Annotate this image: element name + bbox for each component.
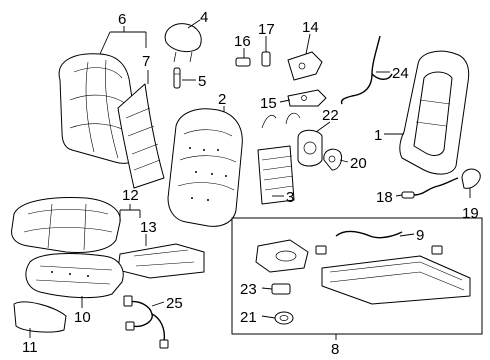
callout-13: 13 (140, 219, 157, 236)
callout-16: 16 (234, 33, 251, 50)
callout-12: 12 (122, 187, 139, 204)
callout-23: 23 (240, 281, 257, 298)
headrest (164, 23, 202, 63)
callout-2: 2 (218, 91, 226, 108)
callout-3: 3 (286, 189, 294, 206)
cap-19 (461, 168, 481, 189)
callout-11: 11 (22, 339, 38, 356)
lumbar-motor (297, 129, 323, 167)
callout-22: 22 (322, 107, 339, 124)
seat-back-bracket (287, 51, 323, 81)
pin-17 (261, 51, 271, 67)
callout-19: 19 (462, 205, 479, 222)
callout-labels: 6 7 4 5 2 16 17 14 15 22 3 20 24 1 18 19… (22, 9, 479, 358)
callout-15: 15 (260, 95, 277, 112)
callout-9: 9 (416, 227, 424, 244)
callout-17: 17 (258, 21, 275, 38)
wire-harness-25 (123, 295, 169, 349)
callout-8: 8 (331, 341, 339, 358)
seat-cushion-frame (25, 253, 124, 299)
headrest-guide (173, 67, 181, 89)
callout-18: 18 (376, 189, 393, 206)
cable-18 (401, 177, 459, 199)
callout-25: 25 (166, 295, 183, 312)
callout-10: 10 (74, 309, 91, 326)
callout-7: 7 (142, 53, 150, 70)
switch-knob (323, 148, 343, 171)
callout-24: 24 (392, 65, 409, 82)
recliner-cover (287, 89, 327, 107)
clip-16 (235, 57, 251, 67)
seat-back-cushion (167, 108, 243, 227)
callout-20: 20 (350, 155, 367, 172)
lumbar-support (257, 112, 301, 205)
seat-back-frame (399, 50, 470, 175)
clip-23 (271, 283, 291, 295)
seat-back-pad (117, 83, 165, 189)
inset-box (231, 217, 483, 335)
callout-5: 5 (198, 73, 206, 90)
callout-4: 4 (200, 9, 208, 26)
seat-track-assembly (315, 230, 471, 305)
callout-14: 14 (302, 19, 319, 36)
side-shield (13, 301, 67, 333)
callout-21: 21 (240, 309, 257, 326)
seat-cushion-pad (117, 243, 205, 279)
callout-1: 1 (374, 127, 382, 144)
seat-motor (255, 239, 309, 273)
wire-harness-24 (340, 35, 393, 105)
callout-6: 6 (118, 11, 126, 28)
seat-cushion-cover (11, 197, 121, 253)
clip-21 (274, 311, 294, 325)
leader-lines (29, 19, 471, 340)
